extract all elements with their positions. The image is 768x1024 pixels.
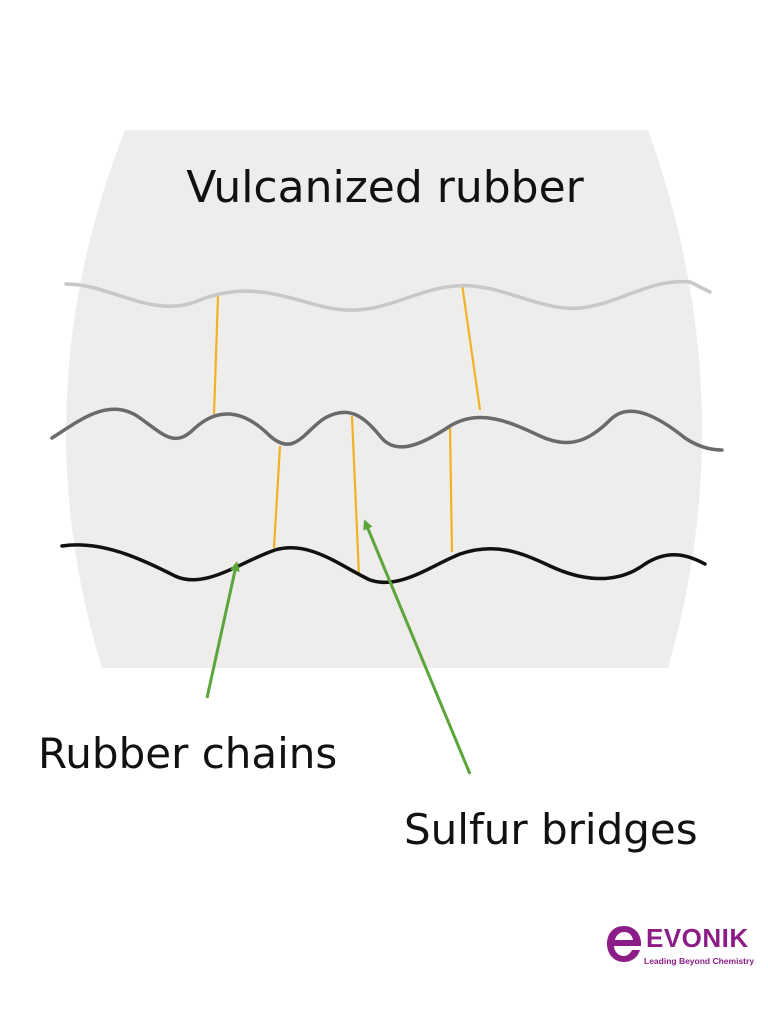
rubber-chain-light — [64, 279, 712, 312]
background-panel — [66, 130, 703, 668]
evonik-logo-tagline: Leading Beyond Chemistry — [644, 956, 755, 966]
sulfur-bridges — [212, 283, 482, 577]
evonik-logo-wordmark: EVONIK — [646, 923, 749, 953]
sulfur-bridges-label: Sulfur bridges — [404, 805, 698, 854]
rubber-chains-label: Rubber chains — [38, 729, 337, 778]
evonik-logo: EVONIK Leading Beyond Chemistry — [604, 922, 754, 974]
sulfur-bridge-2 — [460, 283, 482, 411]
rubber-chain-dark — [60, 543, 707, 585]
sulfur-bridge-1 — [212, 295, 220, 415]
rubber-chains-arrow — [205, 561, 240, 699]
sulfur-bridge-3 — [272, 445, 282, 549]
evonik-logo-mark — [607, 926, 641, 962]
sulfur-bridge-5 — [448, 427, 454, 553]
sulfur-bridge-4 — [350, 415, 361, 577]
diagram-title: Vulcanized rubber — [186, 162, 584, 213]
sulfur-bridges-arrow — [363, 519, 472, 775]
rubber-chain-medium — [50, 407, 724, 452]
